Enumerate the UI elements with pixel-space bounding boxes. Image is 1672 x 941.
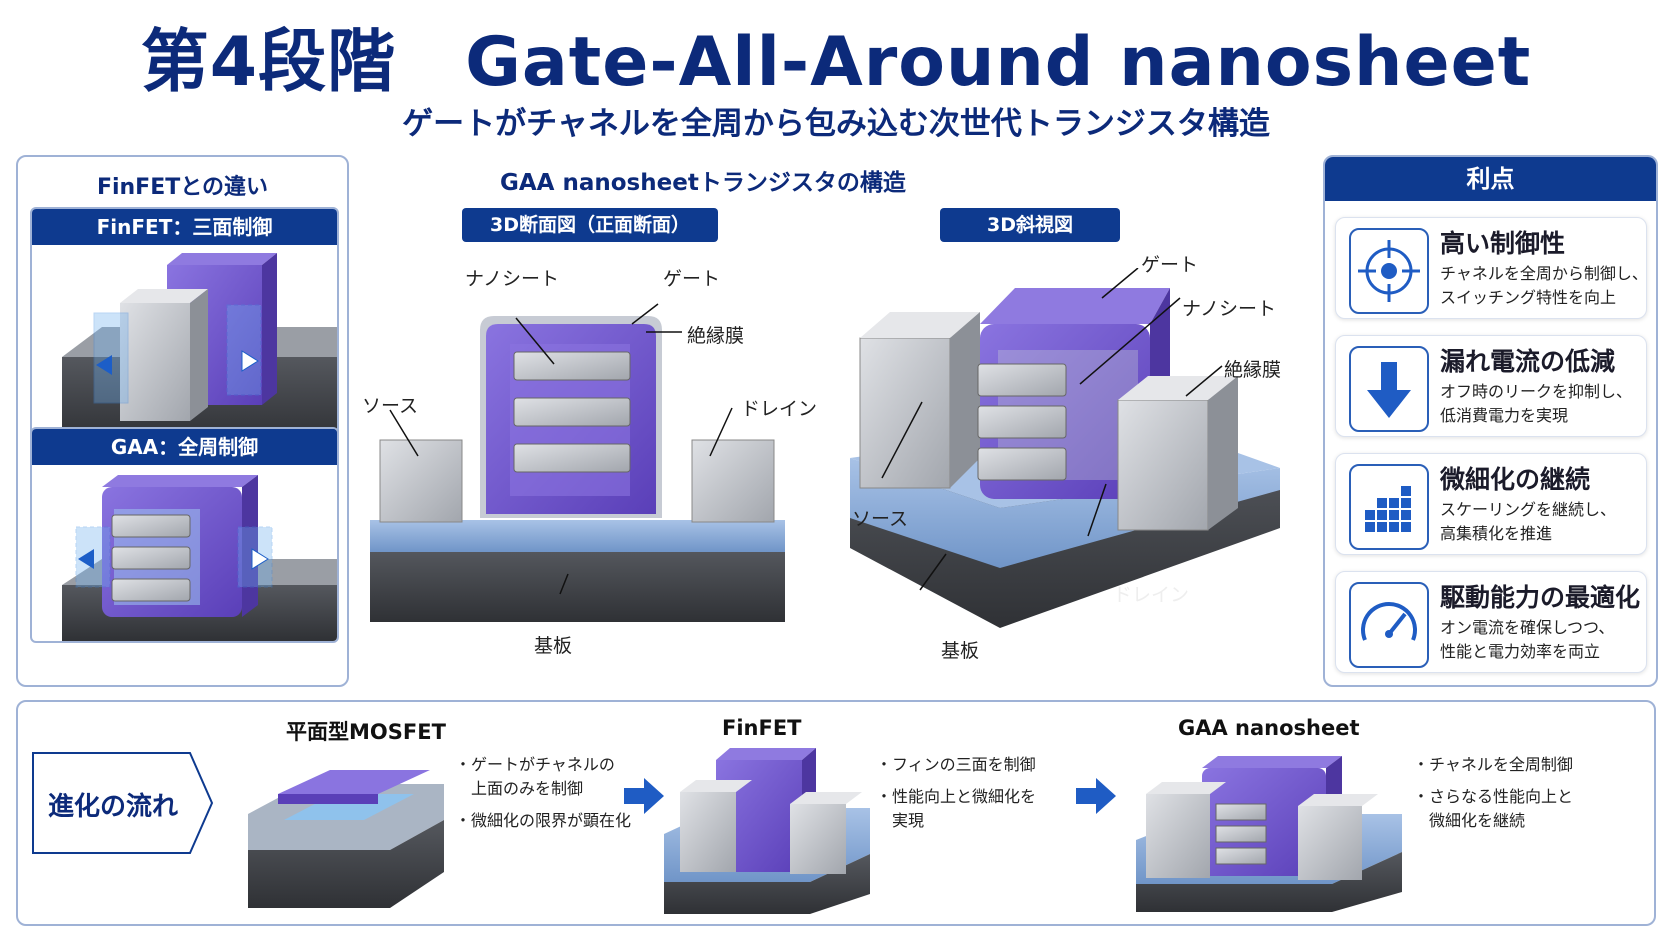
advantage-card-scaling: 微細化の継続 スケーリングを継続し、高集積化を推進: [1335, 453, 1647, 555]
advantage-card-leakage: 漏れ電流の低減 オフ時のリークを抑制し、低消費電力を実現: [1335, 335, 1647, 437]
cs-gate-label: ゲート: [663, 268, 721, 290]
target-icon: [1349, 228, 1429, 314]
gauge-icon: [1349, 582, 1429, 668]
cs-insulator-label: 絶縁膜: [687, 325, 745, 347]
cs-source-label: ソース: [362, 395, 419, 417]
finfet-3d-illustration: [62, 253, 337, 441]
finfet-illustration: [664, 748, 870, 914]
advantage-desc: チャネルを全周から制御し、スイッチング特性を向上: [1440, 264, 1648, 307]
arrow-right-icon: [624, 778, 664, 814]
advantage-desc: オフ時のリークを抑制し、低消費電力を実現: [1440, 382, 1633, 425]
finfet-label: FinFET：三面制御: [32, 209, 337, 245]
evolution-label: 進化の流れ: [48, 792, 179, 822]
stage-name-gaa: GAA nanosheet: [1178, 716, 1360, 740]
arrow-right-icon: [1076, 778, 1116, 814]
advantage-title: 高い制御性: [1440, 229, 1566, 258]
comparison-panel: FinFETとの違い FinFET：三面制御 GAA：全周制御: [16, 155, 349, 687]
ob-insulator-label: 絶縁膜: [1224, 359, 1282, 381]
gaa-3d-illustration: [62, 475, 337, 641]
page-title: 第4段階 Gate-All-Around nanosheet: [140, 23, 1532, 102]
oblique-view-tag: 3D斜視図: [940, 208, 1120, 242]
ob-source-label: ソース: [852, 508, 909, 530]
cs-substrate-label: 基板: [534, 635, 573, 657]
advantage-card-control: 高い制御性 チャネルを全周から制御し、スイッチング特性を向上: [1335, 217, 1648, 319]
advantage-title: 漏れ電流の低減: [1440, 347, 1616, 376]
structure-title: GAA nanosheetトランジスタの構造: [500, 170, 906, 196]
advantages-panel: 利点 高い制御性 チャネルを全周から制御し、スイッチング特性を向上 漏れ電流の低…: [1323, 155, 1658, 687]
ob-nanosheet-label: ナノシート: [1182, 298, 1277, 320]
comparison-title: FinFETとの違い: [96, 175, 269, 200]
planar-mosfet-illustration: [248, 770, 444, 908]
advantage-title: 駆動能力の最適化: [1440, 583, 1641, 612]
cross-section-diagram: [370, 303, 785, 622]
advantage-desc: オン電流を確保しつつ、性能と電力効率を両立: [1440, 618, 1615, 661]
gaa-bullets: ・チャネルを全周制御 ・さらなる性能向上と 微細化を継続: [1413, 755, 1574, 830]
down-arrow-icon: [1349, 346, 1429, 432]
gaa-nanosheet-illustration: [1136, 756, 1402, 912]
oblique-view-diagram: [850, 268, 1280, 628]
cs-nanosheet-label: ナノシート: [465, 268, 560, 290]
advantage-desc: スケーリングを継続し、高集積化を推進: [1440, 500, 1617, 543]
planar-bullets: ・ゲートがチャネルの 上面のみを制御 ・微細化の限界が顕在化: [455, 755, 632, 830]
finfet-bullets: ・フィンの三面を制御 ・性能向上と微細化を 実現: [876, 755, 1037, 830]
cross-section-tag: 3D断面図（正面断面）: [462, 208, 718, 242]
gaa-label: GAA：全周制御: [32, 429, 337, 465]
advantages-title: 利点: [1325, 157, 1656, 201]
page-subtitle: ゲートがチャネルを全周から包み込む次世代トランジスタ構造: [402, 106, 1270, 142]
grid-scaling-icon: [1349, 464, 1429, 550]
ob-substrate-label: 基板: [941, 640, 980, 662]
evolution-label-arrow: [32, 752, 214, 854]
advantage-title: 微細化の継続: [1440, 465, 1591, 494]
advantage-card-drive: 駆動能力の最適化 オン電流を確保しつつ、性能と電力効率を両立: [1335, 571, 1647, 673]
gaa-card: GAA：全周制御: [30, 427, 339, 643]
cs-drain-label: ドレイン: [741, 398, 818, 420]
finfet-card: FinFET：三面制御: [30, 207, 339, 443]
ob-gate-label: ゲート: [1141, 254, 1199, 276]
ob-drain-label: ドレイン: [1113, 584, 1190, 606]
stage-name-finfet: FinFET: [722, 716, 802, 740]
stage-name-planar: 平面型MOSFET: [286, 720, 446, 744]
